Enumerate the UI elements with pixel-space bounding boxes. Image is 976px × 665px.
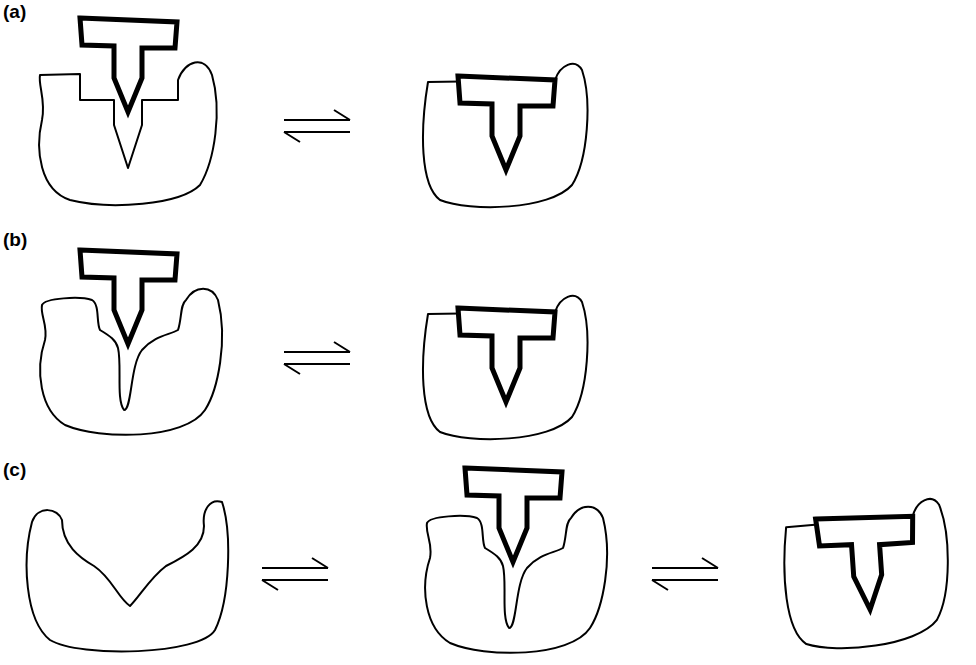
lock-key-row bbox=[39, 18, 587, 207]
protein-shape bbox=[27, 501, 229, 651]
ligand-shape bbox=[458, 76, 555, 170]
ligand-shape bbox=[80, 18, 177, 112]
ligand-shape bbox=[80, 250, 177, 344]
conformational-selection-row bbox=[27, 468, 954, 653]
protein-shape bbox=[780, 498, 954, 652]
protein-shape bbox=[423, 64, 587, 207]
equilibrium-arrow bbox=[284, 342, 350, 374]
ligand-shape bbox=[465, 468, 562, 562]
induced-fit-row bbox=[40, 250, 587, 439]
panel-label: (b) bbox=[3, 230, 27, 251]
protein-shape bbox=[423, 296, 587, 439]
equilibrium-arrow bbox=[652, 558, 718, 590]
ligand-shape bbox=[458, 308, 555, 402]
panel-label: (c) bbox=[3, 460, 26, 481]
panel-label: (a) bbox=[3, 2, 26, 23]
equilibrium-arrow bbox=[284, 110, 350, 142]
equilibrium-arrow bbox=[262, 558, 328, 590]
ligand-shape bbox=[816, 512, 919, 613]
